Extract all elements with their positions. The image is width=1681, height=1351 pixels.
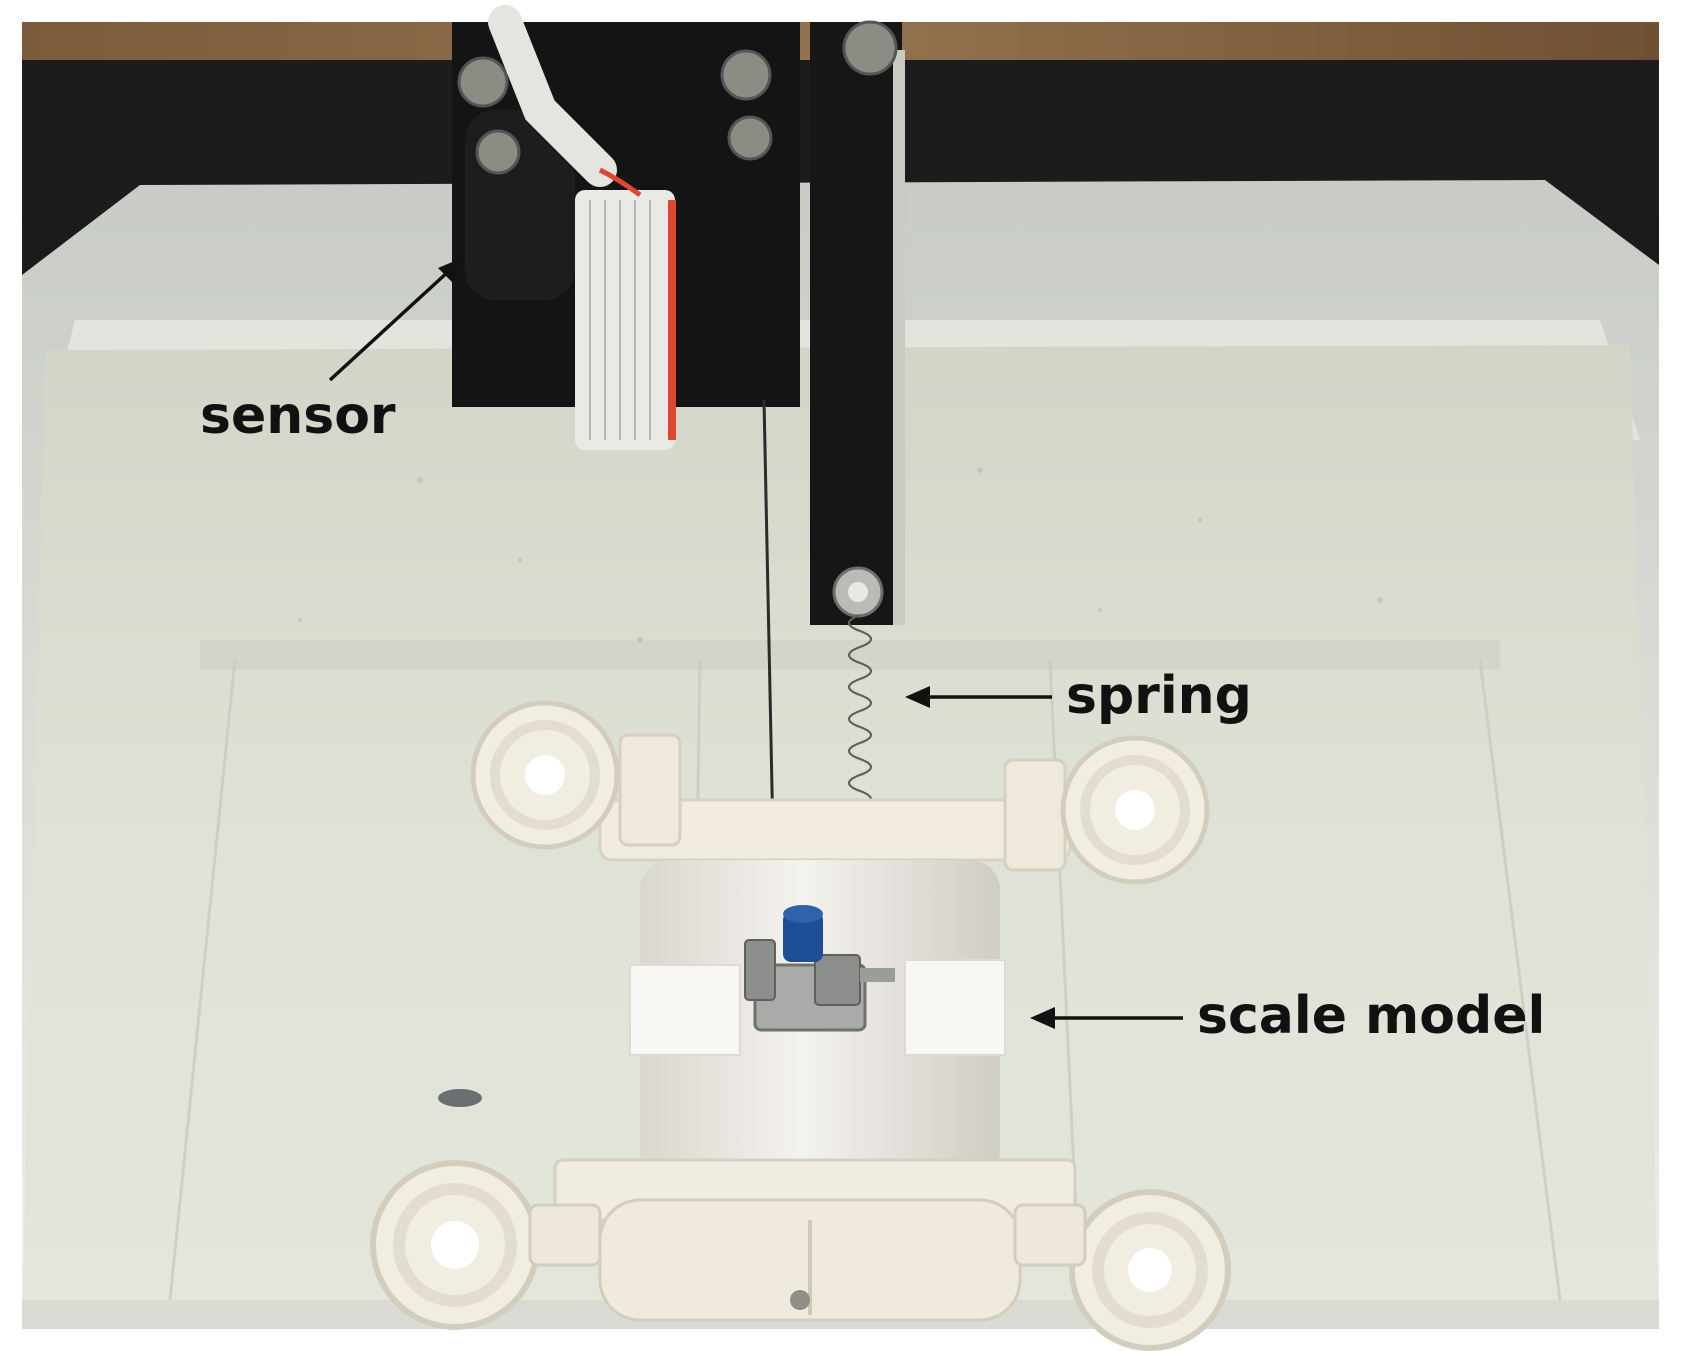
scale-model-label: scale model <box>1197 986 1546 1046</box>
scale-model-vehicle <box>370 700 1231 1351</box>
annotation-arrows <box>328 258 1183 1029</box>
attachment-hardware <box>744 905 895 1032</box>
sensor-label: sensor <box>200 386 396 446</box>
spring-label: spring <box>1066 666 1252 726</box>
support-arm <box>810 20 905 625</box>
sensor-mount <box>452 5 800 450</box>
